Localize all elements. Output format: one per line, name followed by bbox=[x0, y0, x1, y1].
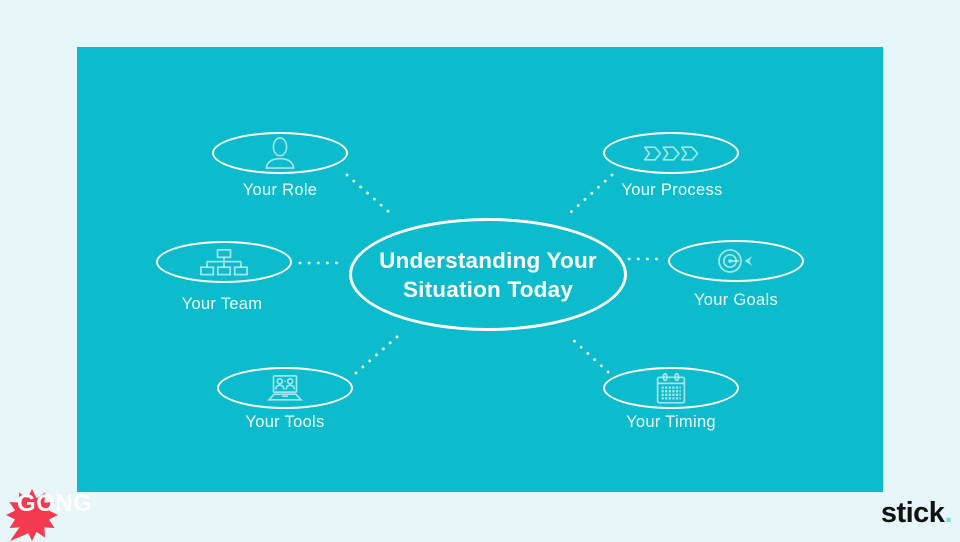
laptop-video-call-icon bbox=[267, 374, 303, 401]
target-arrow-icon bbox=[718, 249, 752, 273]
node-label-your-timing: Your Timing bbox=[626, 413, 716, 431]
node-label-your-role: Your Role bbox=[242, 181, 318, 199]
process-steps-icon bbox=[644, 145, 698, 161]
stick-logo-dot: . bbox=[944, 497, 952, 529]
stick-logo: stick. bbox=[880, 497, 953, 530]
node-label-your-team: Your Team bbox=[181, 295, 263, 313]
node-label-your-process: Your Process bbox=[621, 181, 723, 199]
center-title-line2: Situation Today bbox=[402, 276, 574, 302]
stick-logo-text: stick bbox=[880, 497, 945, 529]
node-your-role bbox=[212, 132, 348, 174]
node-label-your-tools: Your Tools bbox=[245, 413, 325, 431]
node-your-goals bbox=[668, 240, 804, 282]
node-your-tools bbox=[217, 367, 353, 409]
node-your-timing bbox=[603, 367, 739, 409]
node-your-team bbox=[156, 241, 292, 283]
connector-tools bbox=[354, 334, 400, 375]
center-node: Understanding Your Situation Today bbox=[349, 218, 627, 331]
calendar-icon bbox=[656, 372, 686, 404]
org-chart-icon bbox=[200, 248, 248, 275]
node-your-process bbox=[603, 132, 739, 174]
center-title-line1: Understanding Your bbox=[379, 247, 597, 273]
connector-timing bbox=[568, 335, 610, 374]
gong-logo-text: GONG bbox=[17, 490, 93, 517]
gong-starburst-icon bbox=[6, 489, 58, 541]
user-icon bbox=[265, 137, 295, 169]
node-label-your-goals: Your Goals bbox=[693, 291, 779, 309]
gong-logo: GONG bbox=[4, 488, 124, 541]
